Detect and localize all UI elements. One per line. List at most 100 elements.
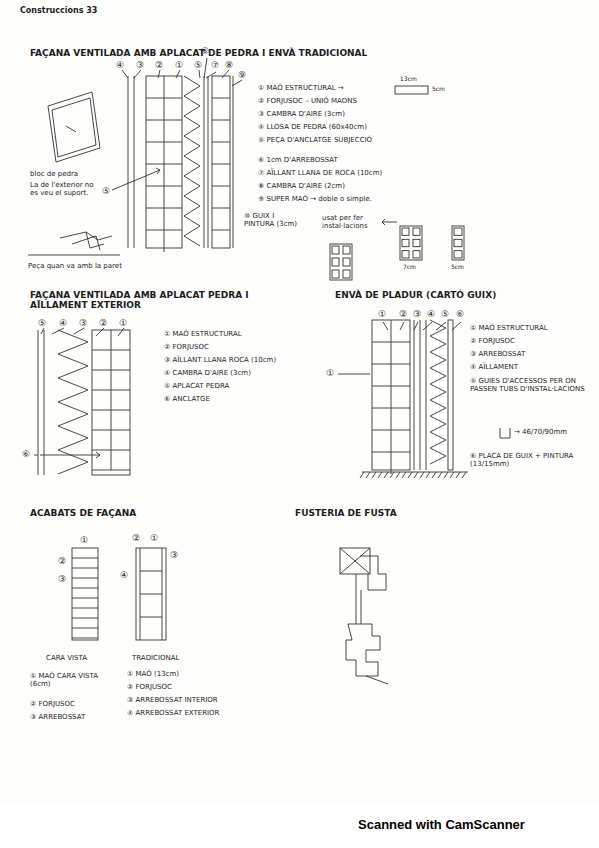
callout-number: ④ [59, 318, 67, 328]
brick-hole [413, 228, 420, 235]
note-text: TRADICIONAL [132, 654, 180, 662]
ground-hatch [360, 472, 364, 478]
note-text: ① MAÓ ESTRUCTURAL [164, 330, 242, 338]
note-text: ② FORJUSOC – UNIÓ MAONS [258, 97, 357, 105]
note-text: ACABATS DE FAÇANA [30, 508, 136, 518]
note-text: bloc de pedra [30, 170, 78, 178]
note-text: La de l'exterior no es veu el suport. [30, 181, 102, 197]
underline [28, 255, 120, 256]
brick-hole [343, 258, 350, 266]
note-text: ④ AÏLLAMENT [470, 363, 518, 371]
callout-number: ⑨ [238, 70, 246, 80]
callout-number: ④ [120, 570, 128, 580]
note-text: ③ ARREBOSSAT [470, 350, 525, 358]
note-text: ① MAÓ ESTRUCTURAL [470, 324, 548, 332]
brick-joint [72, 578, 98, 579]
stone-slab-sketch [52, 98, 96, 157]
note-text: ⑥ PLACA DE GUIX + PINTURA (13/15mm) [470, 452, 588, 468]
note-text: ③ CAMBRA D'AIRE (3cm) [258, 110, 345, 118]
brick-joint [111, 350, 112, 370]
note-text: Scanned with CamScanner [358, 818, 525, 833]
callout-number: ⑤ [441, 309, 449, 319]
callout-number: ① [80, 535, 88, 545]
insulation-zigzag [184, 76, 200, 246]
brick-joint [140, 571, 162, 572]
brick-joint [111, 370, 112, 390]
wall-section [38, 330, 130, 475]
note-text: FAÇANA VENTILADA AMB APLACAT PEDRA I AÏL… [30, 290, 270, 311]
brick-hole [413, 239, 420, 246]
note-text: ④ LLOSA DE PEDRA (60x40cm) [258, 123, 367, 131]
insulation-zigzag [58, 330, 88, 474]
callout-number: ⑧ [225, 60, 233, 70]
brick-joint [72, 598, 98, 599]
brick-joint [140, 617, 162, 618]
brick-joint [72, 588, 98, 589]
callout-number: ① [119, 318, 127, 328]
note-text: FAÇANA VENTILADA AMB APLACAT DE PEDRA I … [30, 48, 367, 58]
note-text: ⑤ GUIES D'ACCESSOS PER ON PASSEN TUBS D'… [470, 377, 588, 393]
ground-hatch [420, 472, 424, 478]
ground-hatch [378, 472, 382, 478]
arrow [382, 222, 397, 223]
brick-joint [212, 164, 230, 165]
stud-icon [500, 428, 510, 438]
super-brick-icon [452, 226, 464, 260]
wall-section [136, 548, 166, 640]
note-text: 5cm [451, 264, 464, 271]
callout-number: ② [399, 309, 407, 319]
ground-hatch [414, 472, 418, 478]
brick-joint [164, 98, 165, 120]
ground-hatch [366, 472, 370, 478]
brick-joint [391, 342, 392, 364]
brick-joint [111, 390, 112, 410]
callout-number: ④ [427, 309, 435, 319]
note-text: CARA VISTA [46, 654, 87, 662]
brick-joint [164, 186, 165, 208]
brick-joint [212, 120, 230, 121]
note-text: ① MAÓ (13cm) [127, 670, 179, 678]
super-brick-icon [330, 244, 352, 280]
brick-hole [454, 251, 462, 258]
ground-hatch [372, 472, 376, 478]
brick-joint [111, 430, 112, 450]
brick-hole [343, 270, 350, 278]
brick-joint [212, 186, 230, 187]
brick-joint [72, 608, 98, 609]
brick-joint [164, 164, 165, 186]
ground-hatch [450, 472, 454, 478]
brick-icon [395, 86, 428, 94]
wall-section [338, 320, 468, 472]
callout-number: ⑦ [211, 60, 219, 70]
brick-joint [391, 320, 392, 342]
callout-number: ⑥ [22, 449, 30, 459]
brick-hole [332, 258, 339, 266]
ground-hatch [396, 472, 400, 478]
brick-hole [454, 239, 462, 246]
super-brick-icon [400, 226, 422, 260]
callout-number: ③ [79, 318, 87, 328]
callout-number: ③ [58, 574, 66, 584]
note-text: 5cm [432, 86, 445, 93]
ground-hatch [384, 472, 388, 478]
note-text: ⑤ APLACAT PEDRA [164, 382, 229, 390]
note-text: ② FORJUSOC [30, 700, 75, 708]
brick-joint [391, 430, 392, 452]
note-text: ④ ARREBOSSAT EXTERIOR [127, 709, 220, 717]
note-text: ② FORJUSOC [127, 683, 172, 691]
brick-joint [72, 638, 98, 639]
stone-slab-sketch [48, 92, 100, 162]
brick-joint [72, 568, 98, 569]
brick-hole [343, 246, 350, 254]
brick-hole [332, 246, 339, 254]
brick-hole [332, 270, 339, 278]
note-text: ENVÀ DE PLADUR (CARTÓ GUIX) [335, 290, 496, 300]
note-text: Peça quan va amb la paret [28, 262, 122, 270]
leader-lines [34, 328, 124, 455]
leader-lines [383, 322, 461, 330]
ground-hatch [438, 472, 442, 478]
brick-joint [111, 410, 112, 430]
note-text: ④ CAMBRA D'AIRE (3cm) [164, 369, 251, 377]
callout-number: ② [58, 556, 66, 566]
